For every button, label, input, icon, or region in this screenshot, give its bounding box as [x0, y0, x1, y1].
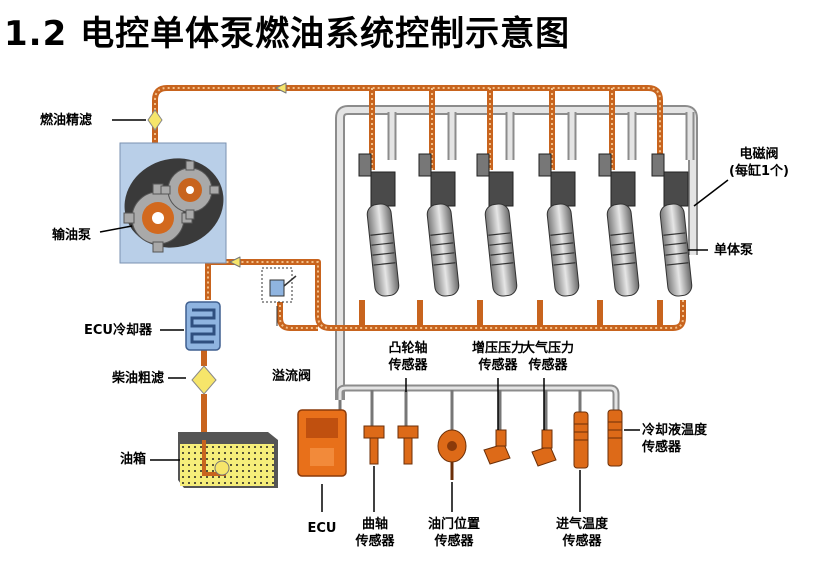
fine-filter-label: 燃油精滤: [40, 113, 93, 128]
engine-frame: [335, 105, 698, 400]
unit-pump-6: [651, 153, 693, 297]
intake-temp-sensor-label-line1: 进气温度: [555, 517, 608, 532]
solenoid-valve-label-line1: 电磁阀: [739, 147, 779, 162]
coolant-sensor-label-line2: 传感器: [642, 440, 682, 455]
fuel-tank-label: 油箱: [120, 452, 147, 467]
feed-pump-label: 输油泵: [52, 228, 92, 243]
camshaft-sensor-label-line2: 传感器: [388, 358, 428, 373]
intake-temperature-sensor: [573, 411, 589, 469]
atmospheric-pressure-sensor: [531, 429, 557, 467]
camshaft-sensor-label: 凸轮轴 传感器: [380, 340, 436, 374]
unit-pump-3: [476, 153, 518, 297]
overflow-valve: [261, 267, 297, 326]
coolant-sensor-label: 冷却液温度 传感器: [642, 422, 707, 456]
intake-temp-sensor-label: 进气温度 传感器: [546, 516, 618, 550]
intake-temp-sensor-label-line2: 传感器: [562, 534, 602, 549]
crankshaft-sensor-label: 曲轴 传感器: [348, 516, 402, 550]
boost-pressure-sensor: [483, 429, 511, 465]
crankshaft-sensor: [363, 425, 419, 465]
camshaft-sensor-label-line1: 凸轮轴: [388, 341, 428, 356]
throttle-sensor-label: 油门位置 传感器: [418, 516, 490, 550]
solenoid-valve-label-line2: (每缸1个): [729, 164, 789, 179]
boost-sensor-label-line1: 增压压力: [471, 341, 524, 356]
unit-pumps: [358, 153, 693, 297]
throttle-sensor-label-line2: 传感器: [434, 534, 474, 549]
unit-pump-5: [598, 153, 640, 297]
boost-sensor-label: 增压压力 传感器: [462, 340, 534, 374]
fuel-tank: [178, 432, 278, 488]
unit-pump-4: [538, 153, 580, 297]
primary-filter-label: 柴油粗滤: [112, 371, 165, 386]
leader-lines: [99, 119, 729, 512]
atm-sensor-label-line2: 传感器: [528, 358, 568, 373]
unit-pump-2: [418, 153, 460, 297]
coolant-sensor-label-line1: 冷却液温度: [642, 423, 708, 438]
ecu-label: ECU: [307, 521, 337, 536]
throttle-sensor-label-line1: 油门位置: [427, 517, 480, 532]
feed-pump: [119, 142, 227, 264]
crankshaft-sensor-label-line2: 传感器: [355, 534, 395, 549]
fine-filter: [147, 109, 163, 131]
sensors: [363, 409, 623, 480]
solenoid-valve-label: 电磁阀 (每缸1个): [724, 146, 794, 180]
ecu-cooler: [185, 301, 221, 351]
atm-sensor-label-line1: 大气压力: [521, 341, 574, 356]
throttle-position-sensor: [437, 429, 467, 480]
atm-sensor-label: 大气压力 传感器: [512, 340, 584, 374]
coolant-temperature-sensor: [607, 409, 623, 467]
sensor-harness: [336, 384, 620, 430]
boost-sensor-label-line2: 传感器: [478, 358, 518, 373]
primary-filter: [191, 365, 217, 395]
overflow-valve-label: 溢流阀: [272, 369, 312, 384]
fuel-lines: [152, 82, 686, 440]
ecu-box: [297, 409, 347, 477]
page-title: 1.2 电控单体泵燃油系统控制示意图: [4, 14, 571, 54]
crankshaft-sensor-label-line1: 曲轴: [361, 517, 388, 532]
unit-pump-1: [358, 153, 400, 297]
unit-pump-label: 单体泵: [714, 243, 754, 258]
ecu-cooler-label: ECU冷却器: [84, 323, 152, 338]
